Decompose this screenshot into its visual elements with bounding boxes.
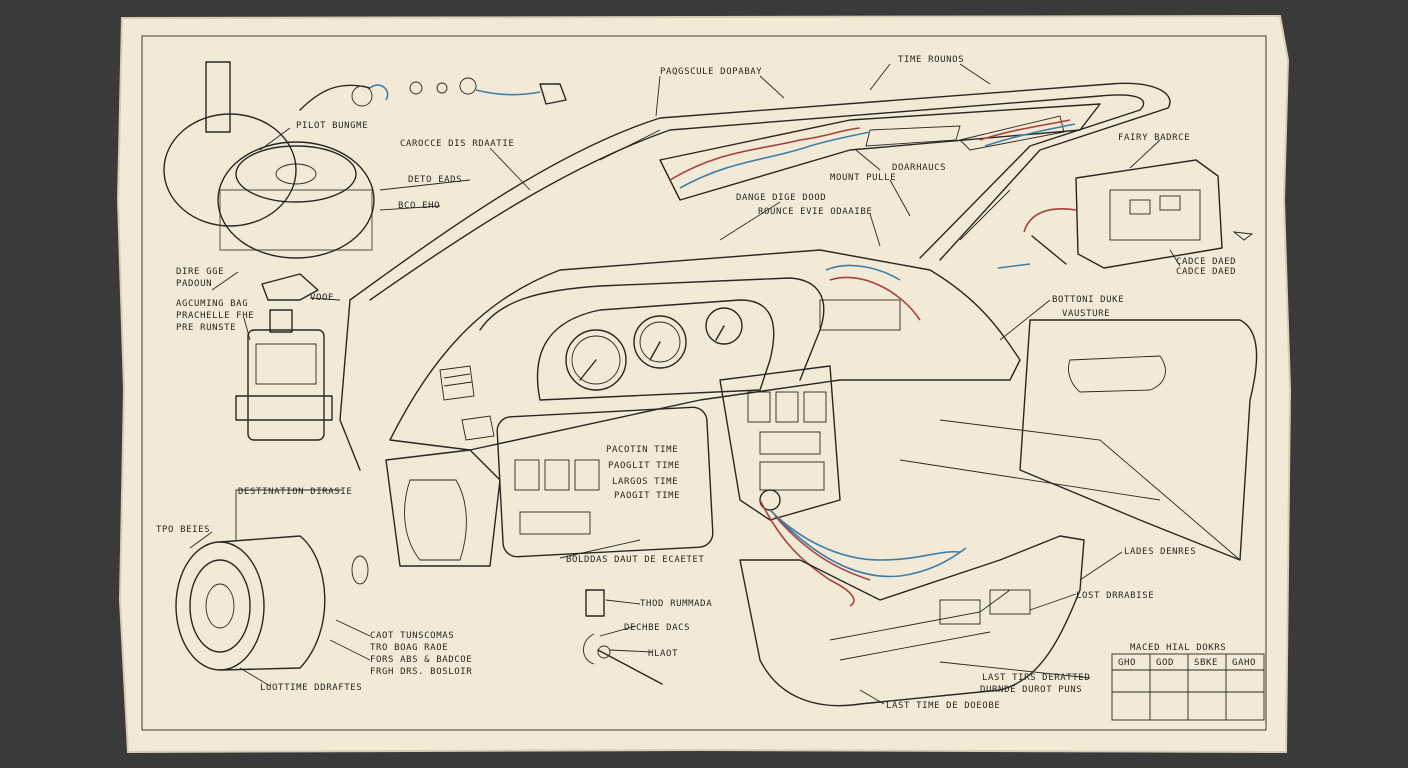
label-gauge-panel-1: PACOTIN TIME [606,445,678,455]
title-block-col: SBKE [1194,658,1218,668]
label-bco: BCO EHO [398,201,440,211]
label-destination: DESTINATION DIRASIE [238,487,352,497]
label-dine-1: DIRE GGE [176,267,224,277]
label-mount: MOUNT PULLE [830,173,896,183]
label-cadce-2: CADCE DAED [1176,267,1236,277]
label-acc-2: PRACHELLE FHE [176,311,254,321]
relay-module [235,273,333,441]
dashboard [389,249,1021,451]
label-dechbe: DECHBE DACS [624,623,690,633]
label-last-3: LAST TIME DE DOEOBE [886,701,1000,711]
title-block: MACED HIAL DOKRS GHO GOD SBKE GAHO [1111,643,1265,721]
label-acc-3: PRE RUNSTE [176,323,236,333]
label-cadce-1: CADCE DAED [1176,257,1236,267]
label-last-1: LAST TIRS DERATTED [982,673,1090,683]
label-carocce: CAROCCE DIS RDAATIE [400,139,514,149]
label-fairy: FAIRY BADRCE [1118,133,1190,143]
title-block-col: GOD [1156,658,1174,668]
leader-lines [189,63,1181,705]
label-top-center: PAQGSCULE DOPABAY [660,67,762,77]
center-console [719,264,967,607]
label-lost: LOST DRRABISE [1076,591,1154,601]
passenger-door [899,319,1258,561]
title-block-title: MACED HIAL DOKRS [1130,643,1226,653]
speaker-assembly [175,535,369,671]
label-knob: VOOE [310,293,334,303]
label-cact-4: FRGH DRS. BOSLOIR [370,667,472,677]
overhead-console [659,103,1101,201]
label-acc-1: AGCUMING BAG [176,299,248,309]
callout-labels: PAQGSCULE DOPABAY TIME ROUNOS PILOT BUNG… [156,55,1236,711]
label-bottom-left: LUOTTIME DDRAFTES [260,683,362,693]
car-roof-windshield [339,82,1171,471]
title-block-col: GAHO [1232,658,1256,668]
paper-background [116,14,1292,754]
label-bottoni: BOTTONI DUKE [1052,295,1124,305]
label-cact-2: TRO BOAG RAOE [370,643,448,653]
label-tpo: TPO BEIES [156,525,210,535]
label-dance: DOARHAUCS [892,163,946,173]
label-deto: DETO EADS [408,175,462,185]
label-dine-2: PADOUN [176,279,212,289]
label-pilot: PILOT BUNGME [296,121,368,131]
label-gauge-panel-4: PAOGIT TIME [614,491,680,501]
label-tho: THOD RUMMADA [640,599,712,609]
label-ladies: LADES DENRES [1124,547,1196,557]
label-hlaot: HLAOT [648,649,678,659]
label-top-right: TIME ROUNOS [898,55,964,65]
label-cact-3: FORS ABS & BADCOE [370,655,472,665]
label-rounce: ROUNCE EVIE ODAAIBE [758,207,872,217]
label-bottoni-sub: VAUSTURE [1062,309,1110,319]
driver-door-panel [385,406,714,567]
label-gauge-panel-2: PAOGLIT TIME [608,461,680,471]
label-bolddas: BOLDDAS DAUT DE ECAETET [566,555,704,565]
fuel-plug [583,589,663,685]
lower-console [739,535,1085,707]
label-last-2: DURNDE DUROT PUNS [980,685,1082,695]
drawing-border [141,35,1267,731]
label-gauge-panel-3: LARGOS TIME [612,477,678,487]
title-block-col: GHO [1118,658,1136,668]
control-module [997,159,1254,269]
label-dange: DANGE DIGE DOOD [736,193,826,203]
ignition-assembly [163,61,567,259]
label-cact-1: CAOT TUNSCOMAS [370,631,454,641]
